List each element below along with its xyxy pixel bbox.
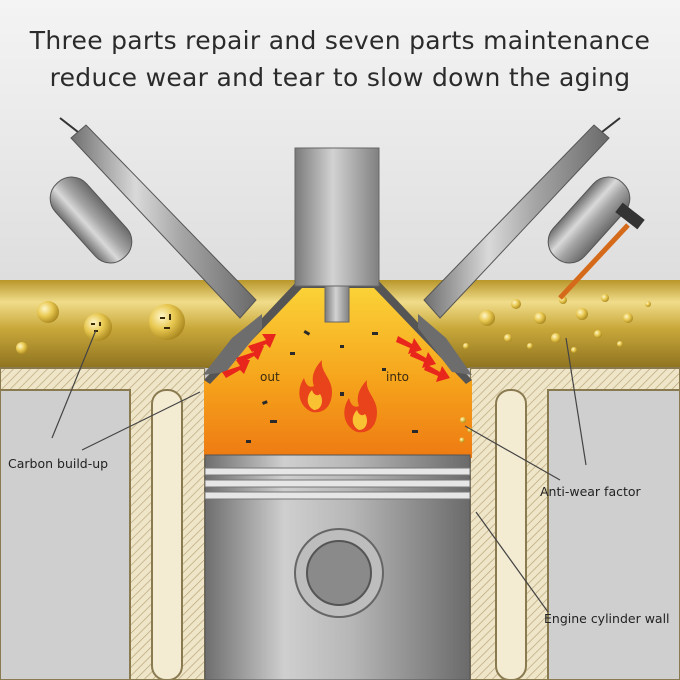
hammer-icon xyxy=(558,202,645,300)
label-into: into xyxy=(386,370,409,384)
spark-plug-icon xyxy=(294,147,380,323)
label-out: out xyxy=(260,370,280,384)
label-anti-wear-factor: Anti-wear factor xyxy=(540,484,641,499)
combustion-chamber xyxy=(204,280,472,458)
arrows-out xyxy=(222,334,276,378)
anti-wear-bubbles xyxy=(459,294,651,443)
carbon-bubbles xyxy=(16,301,185,354)
title-line-2: reduce wear and tear to slow down the ag… xyxy=(49,63,631,92)
title-line-1: Three parts repair and seven parts maint… xyxy=(29,26,651,55)
left-engine-block xyxy=(0,367,206,680)
right-engine-block xyxy=(469,367,680,680)
label-carbon-build-up: Carbon build-up xyxy=(8,456,109,471)
leader-lines xyxy=(51,329,587,613)
arrows-into xyxy=(396,336,450,382)
carbon-particles xyxy=(246,330,418,443)
piston-icon xyxy=(204,454,471,680)
exhaust-valve xyxy=(49,117,262,375)
intake-valve xyxy=(418,117,631,375)
label-engine-cylinder-wall: Engine cylinder wall xyxy=(544,611,670,626)
flame-icon xyxy=(344,380,377,433)
flame-icon xyxy=(299,360,332,413)
